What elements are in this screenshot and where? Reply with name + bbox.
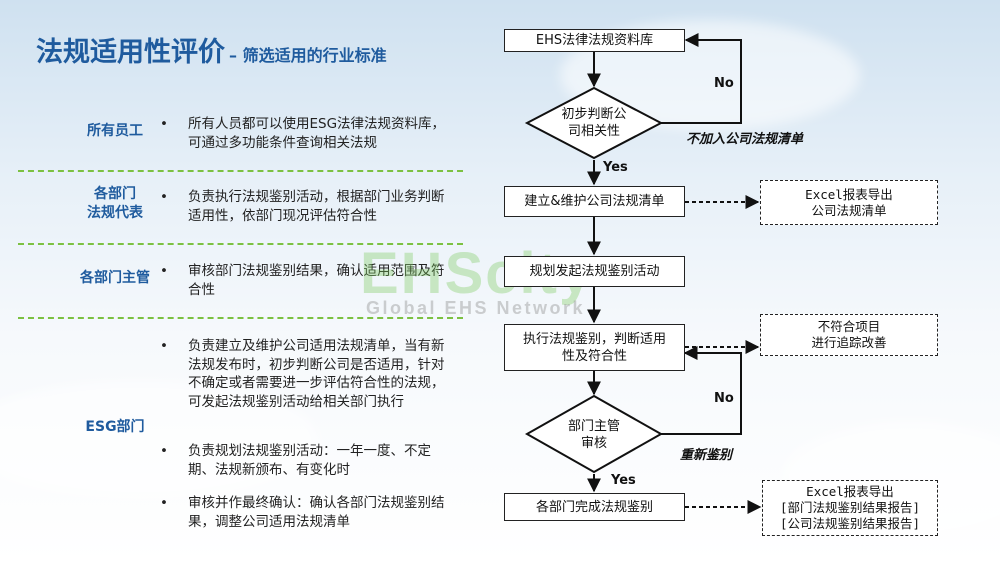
step-text: 执行法规鉴别，判断适用: [522, 331, 666, 347]
output-text: [部门法规鉴别结果报告]: [779, 500, 921, 515]
background-cloud: [0, 380, 320, 500]
role-name: 所有员工: [87, 123, 143, 139]
label-no-1: No: [714, 76, 734, 91]
role-department-representative: 各部门 法规代表: [20, 185, 210, 223]
step-text: 性及符合性: [561, 348, 627, 364]
arrow-no-loop-2: [661, 346, 742, 435]
role-department-manager: 各部门主管: [20, 269, 210, 288]
bullet-marker: •: [160, 116, 168, 132]
step-execute-identification: 执行法规鉴别，判断适用 性及符合性: [504, 324, 685, 371]
output-text: Excel报表导出: [806, 484, 894, 499]
step-plan-activity: 规划发起法规鉴别活动: [504, 256, 685, 287]
output-text: 公司法规清单: [811, 202, 887, 218]
role-name: 各部门: [94, 186, 136, 202]
decision-text: 初步判断公: [561, 107, 627, 122]
label-yes-1: Yes: [603, 160, 628, 175]
bullet-marker: •: [160, 338, 168, 354]
output-text: 不符合项目: [817, 319, 881, 334]
bullet-text: 审核部门法规鉴别结果，确认适用范围及符合性: [188, 263, 445, 298]
role-bullet: • 负责建立及维护公司适用法规清单，当有新法规发布时，初步判断公司是否适用，针对…: [160, 337, 450, 427]
step-complete-identification: 各部门完成法规鉴别: [504, 493, 685, 521]
role-bullet: • 审核并作最终确认：确认各部门法规鉴别结果，调整公司适用法规清单: [160, 494, 450, 534]
bullet-marker: •: [160, 495, 168, 511]
output-noncompliance: 不符合项目 进行追踪改善: [760, 314, 938, 356]
bullet-text: 负责执行法规鉴别活动，根据部门业务判断适用性，依部门现况评估符合性: [188, 189, 445, 224]
label-no-2: No: [714, 391, 734, 406]
decision-text: 审核: [580, 436, 607, 451]
note-reidentify: 重新鉴别: [680, 448, 733, 463]
step-text: 各部门完成法规鉴别: [535, 499, 653, 515]
step-build-list: 建立&维护公司法规清单: [504, 186, 685, 217]
decision-review-text: 部门主管 审核: [549, 417, 639, 453]
decision-diamond-relevance: [524, 86, 664, 160]
bullet-text: 审核并作最终确认：确认各部门法规鉴别结果，调整公司适用法规清单: [188, 495, 445, 530]
decision-relevance-text: 初步判断公 司相关性: [545, 103, 643, 143]
role-name: 各部门主管: [80, 270, 150, 286]
output-excel-list: Excel报表导出 公司法规清单: [760, 180, 938, 225]
label-yes-2: Yes: [611, 473, 636, 488]
decision-text: 部门主管: [567, 419, 620, 434]
dashed-divider: [18, 317, 463, 319]
step-text: EHS法律法规资料库: [535, 33, 654, 48]
dashed-divider: [18, 170, 463, 172]
step-text: 规划发起法规鉴别活动: [529, 264, 660, 279]
title-main: 法规适用性评价: [36, 37, 225, 68]
bullet-marker: •: [160, 443, 168, 459]
role-name: 法规代表: [87, 205, 143, 221]
role-bullet: • 所有人员都可以使用ESG法律法规资料库，可通过多功能条件查询相关法规: [160, 115, 450, 155]
bullet-text: 负责规划法规鉴别活动：一年一度、不定期、法规新颁布、有变化时: [188, 443, 431, 478]
output-text: [公司法规鉴别结果报告]: [779, 516, 921, 531]
bullet-marker: •: [160, 263, 168, 279]
bullet-text: 所有人员都可以使用ESG法律法规资料库，可通过多功能条件查询相关法规: [188, 116, 446, 151]
title-subtitle: – 筛选适用的行业标准: [229, 46, 387, 65]
note-exclude: 不加入公司法规清单: [686, 132, 804, 147]
role-name: ESG部门: [85, 419, 145, 435]
bullet-text: 负责建立及维护公司适用法规清单，当有新法规发布时，初步判断公司是否适用，针对不确…: [188, 338, 445, 410]
output-excel-reports: Excel报表导出 [部门法规鉴别结果报告] [公司法规鉴别结果报告]: [762, 480, 938, 536]
decision-diamond-review: [524, 394, 664, 474]
role-all-staff: 所有员工: [20, 122, 210, 141]
role-bullet: • 负责规划法规鉴别活动：一年一度、不定期、法规新颁布、有变化时: [160, 442, 450, 482]
dashed-divider: [18, 243, 463, 245]
bullet-marker: •: [160, 189, 168, 205]
output-text: 进行追踪改善: [811, 335, 887, 350]
arrow-no-loop-1: [661, 33, 742, 124]
role-esg-department: ESG部门: [20, 418, 210, 437]
watermark-tagline: Global EHS Network: [366, 298, 586, 318]
page-title: 法规适用性评价– 筛选适用的行业标准: [36, 30, 387, 69]
output-text: Excel报表导出: [805, 186, 893, 202]
step-text: 建立&维护公司法规清单: [524, 194, 665, 209]
decision-text: 司相关性: [567, 124, 620, 139]
step-database: EHS法律法规资料库: [504, 29, 685, 52]
role-bullet: • 负责执行法规鉴别活动，根据部门业务判断适用性，依部门现况评估符合性: [160, 188, 450, 228]
role-bullet: • 审核部门法规鉴别结果，确认适用范围及符合性: [160, 262, 450, 302]
